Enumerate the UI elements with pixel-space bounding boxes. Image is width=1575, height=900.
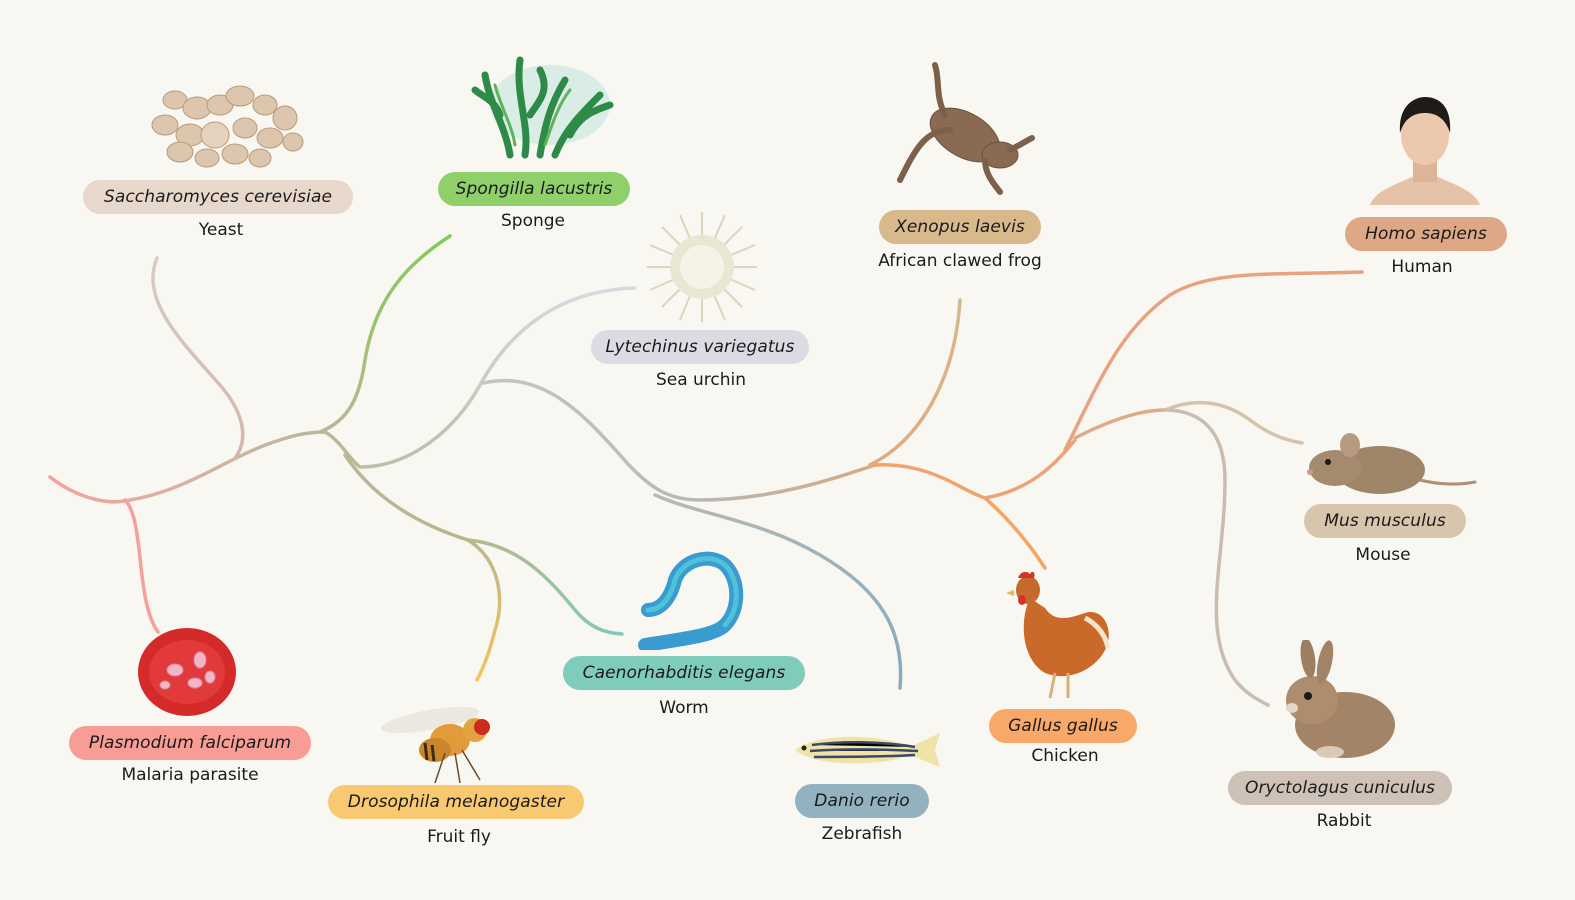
- sponge-icon: [471, 56, 614, 159]
- frog-icon: [897, 62, 1035, 195]
- scientific-name-pill: Drosophila melanogaster: [328, 785, 584, 819]
- scientific-name-pill: Xenopus laevis: [879, 210, 1041, 244]
- branch-amniote: [873, 463, 987, 500]
- common-name: Chicken: [1031, 746, 1099, 766]
- zebrafish-icon: [795, 733, 940, 767]
- common-name: Human: [1391, 257, 1453, 277]
- branch-sponge: [318, 234, 452, 434]
- common-name: Zebrafish: [821, 824, 903, 844]
- common-name: Yeast: [198, 220, 244, 240]
- branch-fly: [466, 538, 502, 682]
- scientific-name-pill: Mus musculus: [1304, 504, 1466, 538]
- branch-human: [1063, 270, 1364, 452]
- scientific-name-pill: Spongilla lacustris: [438, 172, 630, 206]
- branch-chicken: [983, 496, 1047, 570]
- branch-yeast: [151, 256, 245, 460]
- branch-glires: [1073, 408, 1167, 440]
- common-name: Malaria parasite: [121, 765, 259, 785]
- branch-mouse: [1163, 400, 1304, 445]
- branch-mammal: [983, 438, 1077, 500]
- common-name: Mouse: [1355, 545, 1411, 565]
- branch-malaria: [123, 498, 160, 634]
- scientific-name-pill: Caenorhabditis elegans: [563, 656, 805, 690]
- sea-urchin-icon: [647, 212, 757, 322]
- common-name: Sponge: [500, 211, 566, 231]
- scientific-name-pill: Saccharomyces cerevisiae: [83, 180, 353, 214]
- malaria-parasite-icon: [138, 628, 236, 716]
- common-name: Sea urchin: [655, 370, 747, 390]
- worm-icon: [638, 551, 744, 650]
- yeast-cells-icon: [151, 85, 304, 168]
- rabbit-icon: [1286, 640, 1395, 758]
- scientific-name-pill: Gallus gallus: [989, 709, 1137, 743]
- branch-protostome: [343, 453, 470, 542]
- branch-root: [48, 430, 327, 504]
- chicken-icon: [1006, 571, 1111, 699]
- branch-rabbit: [1163, 408, 1270, 707]
- scientific-name-pill: Danio rerio: [795, 784, 929, 818]
- scientific-name-pill: Lytechinus variegatus: [591, 330, 809, 364]
- scientific-name-pill: Oryctolagus cuniculus: [1228, 771, 1452, 805]
- branch-deuterostome: [481, 378, 877, 502]
- fruit-fly-icon: [380, 706, 490, 784]
- scientific-name-pill: Homo sapiens: [1345, 217, 1507, 251]
- common-name: Fruit fly: [427, 827, 491, 847]
- branch-zebrafish: [653, 493, 903, 690]
- scientific-name-pill: Plasmodium falciparum: [69, 726, 311, 760]
- branch-urchin-stem: [358, 286, 637, 469]
- branch-frog: [868, 298, 962, 467]
- human-icon: [1370, 97, 1480, 205]
- branch-main-down: [323, 430, 362, 469]
- branch-worm: [466, 538, 624, 636]
- common-name: Worm: [659, 698, 709, 718]
- common-name: African clawed frog: [878, 251, 1042, 271]
- common-name: Rabbit: [1316, 811, 1372, 831]
- mouse-icon: [1307, 433, 1477, 494]
